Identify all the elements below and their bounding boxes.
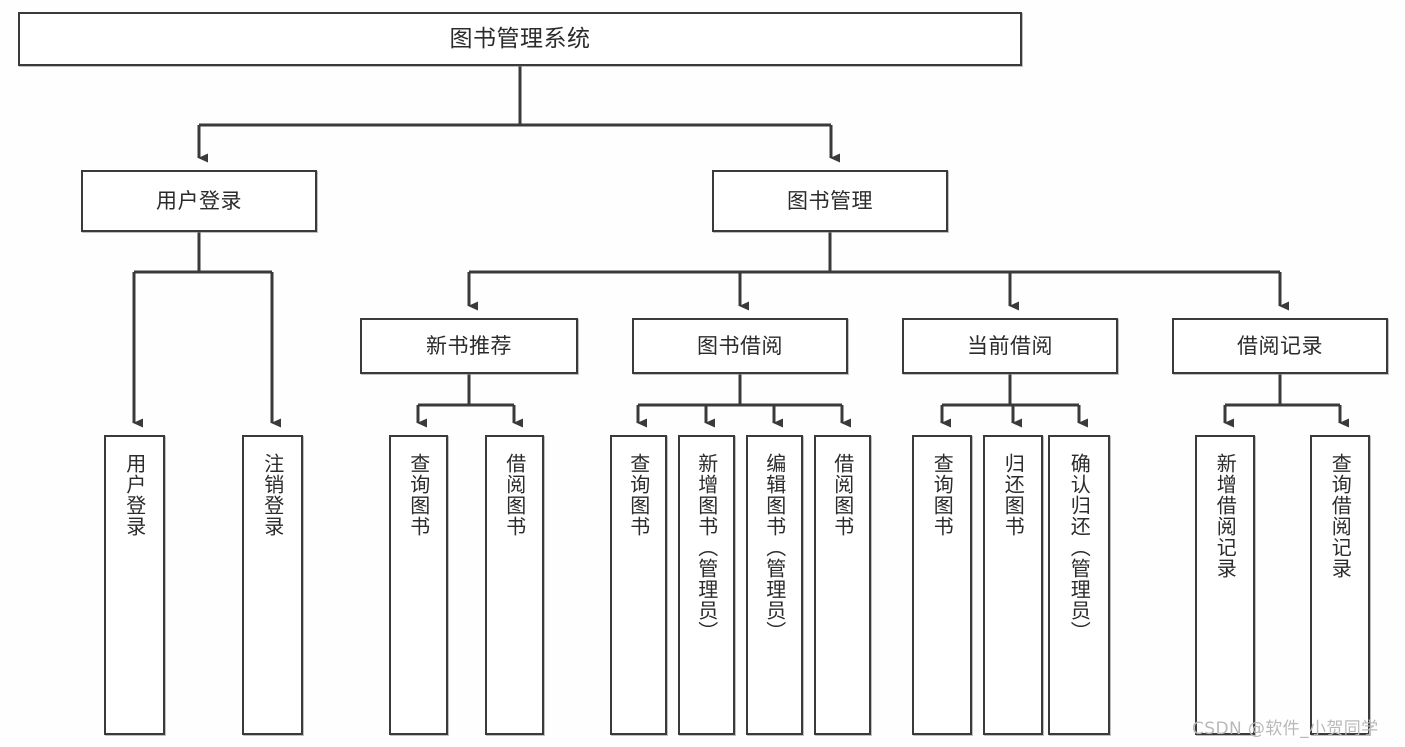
node-label: 当前借阅 [967,333,1053,358]
node-label: 查询借阅记录 [1328,453,1353,579]
node-leaf-logout-login[interactable]: 注销登录 [242,435,303,735]
node-leaf-edit-book-admin[interactable]: 编辑图书（管理员） [746,435,803,735]
node-leaf-query-borrow-record[interactable]: 查询借阅记录 [1310,435,1370,735]
node-label: 用户登录 [156,188,242,213]
node-leaf-add-borrow-record[interactable]: 新增借阅记录 [1195,435,1255,735]
node-root-book-management-system[interactable]: 图书管理系统 [18,12,1022,66]
node-leaf-confirm-return-admin[interactable]: 确认归还（管理员） [1048,435,1110,735]
node-leaf-query-book-3[interactable]: 查询图书 [912,435,972,735]
node-label: 注销登录 [260,453,285,537]
node-label: 查询图书 [626,453,651,537]
node-current-borrow[interactable]: 当前借阅 [902,318,1118,374]
node-label: 图书管理 [787,188,873,213]
node-borrow-record[interactable]: 借阅记录 [1172,318,1388,374]
node-leaf-user-login[interactable]: 用户登录 [104,435,165,735]
node-label: 用户登录 [122,453,147,537]
node-leaf-borrow-book-1[interactable]: 借阅图书 [485,435,544,735]
node-leaf-return-book[interactable]: 归还图书 [983,435,1043,735]
node-leaf-borrow-book-2[interactable]: 借阅图书 [814,435,871,735]
node-leaf-query-book-1[interactable]: 查询图书 [389,435,448,735]
node-label: 图书管理系统 [449,25,591,52]
node-label: 借阅图书 [830,453,855,537]
node-book-management[interactable]: 图书管理 [712,170,948,232]
csdn-watermark: CSDN @软件_小贺同学 [1192,719,1379,739]
node-leaf-query-book-2[interactable]: 查询图书 [610,435,667,735]
node-label: 新书推荐 [426,333,512,358]
node-label: 查询图书 [930,453,955,537]
node-label: 新增图书（管理员） [694,453,719,642]
node-label: 新增借阅记录 [1213,453,1238,579]
node-leaf-add-book-admin[interactable]: 新增图书（管理员） [678,435,735,735]
node-book-borrow[interactable]: 图书借阅 [632,318,848,374]
node-user-login[interactable]: 用户登录 [81,170,317,232]
node-label: 借阅图书 [502,453,527,537]
node-label: 确认归还（管理员） [1067,453,1092,642]
node-label: 借阅记录 [1237,333,1323,358]
node-label: 归还图书 [1001,453,1026,537]
node-new-book-recommend[interactable]: 新书推荐 [360,318,578,374]
node-label: 编辑图书（管理员） [762,453,787,642]
node-label: 图书借阅 [697,333,783,358]
node-label: 查询图书 [406,453,431,537]
